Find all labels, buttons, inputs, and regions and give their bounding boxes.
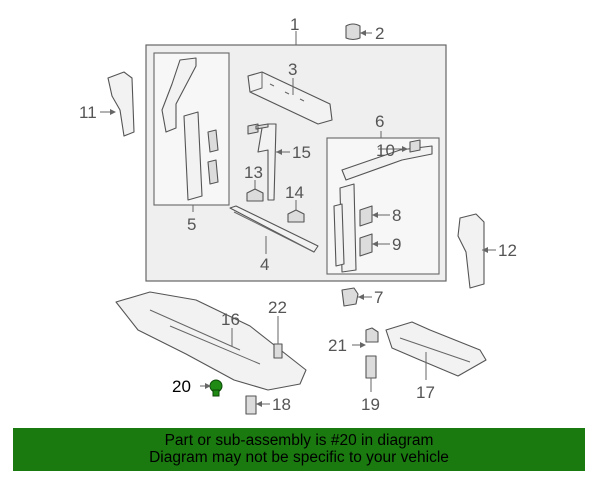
label-3[interactable]: 3 [288,60,297,79]
part-21-clip[interactable] [352,327,379,348]
part-16-left-undercover[interactable] [115,291,307,391]
label-20[interactable]: 20 [172,377,191,396]
label-11[interactable]: 11 [79,103,97,122]
part-11-left-side-bracket[interactable] [100,71,135,137]
part-2-cap[interactable] [345,23,372,41]
part-4-lower-tie-bar[interactable] [229,205,319,253]
part-7-clip[interactable] [341,287,372,307]
part-22-bolt[interactable] [273,316,283,359]
banner-line-1: Part or sub-assembly is #20 in diagram [164,432,434,449]
label-8[interactable]: 8 [392,206,401,225]
parts-diagram: 1 2 3 5 15 13 14 [79,15,517,415]
label-7[interactable]: 7 [374,288,383,307]
label-21[interactable]: 21 [328,336,347,355]
part-9-pad[interactable] [359,233,390,257]
part-17-right-undercover[interactable] [385,321,487,377]
part-15-bracket[interactable] [247,123,290,201]
label-10[interactable]: 10 [376,141,395,160]
part-6-right-support[interactable] [333,183,357,273]
banner-line-2: Diagram may not be specific to your vehi… [149,449,449,466]
part-18-bolt[interactable] [245,395,270,415]
part-19-bolt[interactable] [365,355,377,392]
label-1[interactable]: 1 [290,15,299,34]
label-13[interactable]: 13 [244,163,263,182]
label-17[interactable]: 17 [416,383,435,402]
label-16[interactable]: 16 [221,310,240,329]
part-8-pad[interactable] [359,205,390,227]
label-14[interactable]: 14 [285,183,304,202]
label-5[interactable]: 5 [187,215,196,234]
part-20-clip-highlighted[interactable] [200,379,223,397]
label-4[interactable]: 4 [260,255,269,274]
part-12-right-side-bracket[interactable] [457,213,496,289]
part-3-upper-tie-bar[interactable] [247,71,333,125]
part-5-left-support[interactable] [161,57,219,201]
label-19[interactable]: 19 [361,395,380,414]
label-22[interactable]: 22 [268,298,287,317]
part-10-upper-bracket[interactable] [341,139,433,181]
part-14-clip[interactable] [287,200,305,223]
label-12[interactable]: 12 [498,241,517,260]
part-13-clip[interactable] [246,180,264,202]
label-6[interactable]: 6 [375,112,384,131]
label-9[interactable]: 9 [392,235,401,254]
label-2[interactable]: 2 [375,24,384,43]
label-18[interactable]: 18 [272,395,291,414]
info-banner: Part or sub-assembly is #20 in diagram D… [13,428,585,471]
label-15[interactable]: 15 [292,143,311,162]
